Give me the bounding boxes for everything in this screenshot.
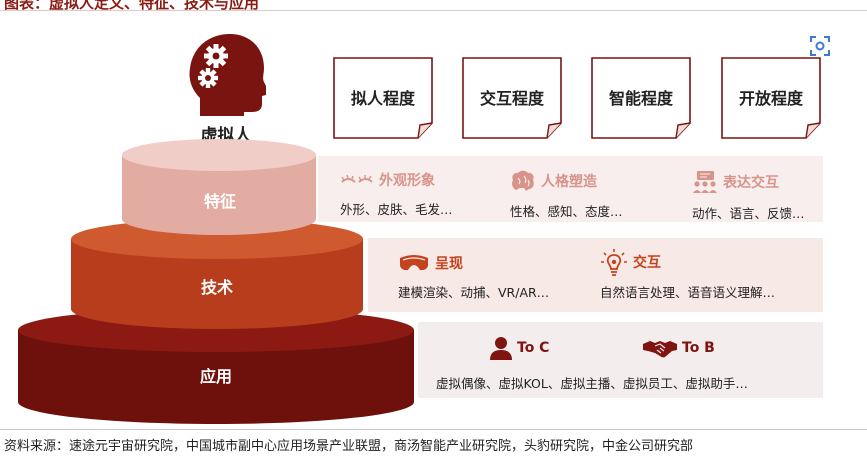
- item-title: 人格塑造: [541, 174, 597, 190]
- title-divider: [0, 10, 867, 11]
- lightbulb-icon: [601, 249, 627, 276]
- image-search-button[interactable]: [809, 35, 831, 57]
- item-title: 呈现: [435, 256, 463, 272]
- group-presentation-icon: [693, 171, 717, 193]
- tier-application-body: [18, 330, 414, 424]
- scan-icon: [810, 36, 830, 56]
- feature-item-appearance: 外观形象 外形、皮肤、毛发…: [340, 170, 453, 218]
- card-openness: 开放程度: [721, 57, 821, 139]
- tech-item-presentation: 呈现 建模渲染、动捕、VR/AR…: [398, 253, 549, 301]
- tiered-cylinder-pyramid: [18, 139, 414, 424]
- document-card-icon: [721, 57, 821, 139]
- item-title: 表达交互: [723, 175, 779, 191]
- item-description: 自然语言处理、语音语义理解…: [600, 285, 776, 300]
- card-label: 拟人程度: [350, 89, 415, 108]
- technology-panel: 呈现 建模渲染、动捕、VR/AR… 交互 自然语言处理、语音语义理解…: [368, 238, 823, 312]
- person-icon: [490, 337, 512, 360]
- item-description: 外形、皮肤、毛发…: [340, 202, 453, 217]
- source-note: 资料来源：速途元宇宙研究院，中国城市副中心应用场景产业联盟，商汤智能产业研究院，…: [4, 439, 694, 454]
- item-title: 交互: [633, 255, 661, 271]
- tier-feature-label: 特征: [203, 192, 236, 211]
- eyelashes-icon: [341, 174, 373, 183]
- item-title: To C: [517, 340, 550, 356]
- tier-technology-body: [71, 239, 363, 329]
- document-card-icon: [333, 57, 433, 139]
- card-interaction: 交互程度: [462, 57, 562, 139]
- application-panel: To C To B 虚拟偶像、虚拟KOL、虚拟主播、虚拟员工、虚拟助手…: [418, 322, 823, 398]
- card-label: 交互程度: [479, 89, 544, 108]
- card-label: 开放程度: [738, 89, 803, 108]
- item-description: 建模渲染、动捕、VR/AR…: [398, 285, 550, 300]
- card-intelligence: 智能程度: [591, 57, 691, 139]
- app-item-to-b: To B: [643, 338, 715, 358]
- feature-item-expression: 表达交互 动作、语言、反馈…: [692, 170, 805, 222]
- brain-icon: [512, 170, 534, 191]
- brain-gears-head-icon: [186, 30, 270, 120]
- document-card-icon: [591, 57, 691, 139]
- figure-title-text: 图表：虚拟人定义、特征、技术与应用: [4, 0, 260, 10]
- handshake-icon: [643, 341, 677, 358]
- feature-item-personality: 人格塑造 性格、感知、态度…: [510, 170, 623, 220]
- card-label: 智能程度: [608, 89, 673, 108]
- tier-feature-top: [122, 139, 316, 171]
- application-description: 虚拟偶像、虚拟KOL、虚拟主播、虚拟员工、虚拟助手…: [436, 376, 748, 391]
- figure-title: 图表：虚拟人定义、特征、技术与应用: [0, 0, 867, 10]
- item-description: 动作、语言、反馈…: [692, 206, 805, 221]
- vr-headset-icon: [400, 255, 428, 271]
- item-description: 性格、感知、态度…: [510, 204, 623, 219]
- tier-application-label: 应用: [199, 367, 232, 386]
- feature-panel: 外观形象 外形、皮肤、毛发… 人格塑造 性格、感知、态度… 表达交互 动作、语: [318, 156, 823, 222]
- tech-item-interaction: 交互 自然语言处理、语音语义理解…: [600, 248, 775, 301]
- tier-technology-label: 技术: [200, 278, 233, 297]
- document-card-icon: [462, 57, 562, 139]
- footer-divider: [0, 429, 867, 430]
- tier-feature-body: [122, 155, 316, 235]
- card-anthropomorphism: 拟人程度: [333, 57, 433, 139]
- app-item-to-c: To C: [490, 336, 549, 360]
- item-title: To B: [682, 340, 715, 356]
- item-title: 外观形象: [379, 173, 435, 189]
